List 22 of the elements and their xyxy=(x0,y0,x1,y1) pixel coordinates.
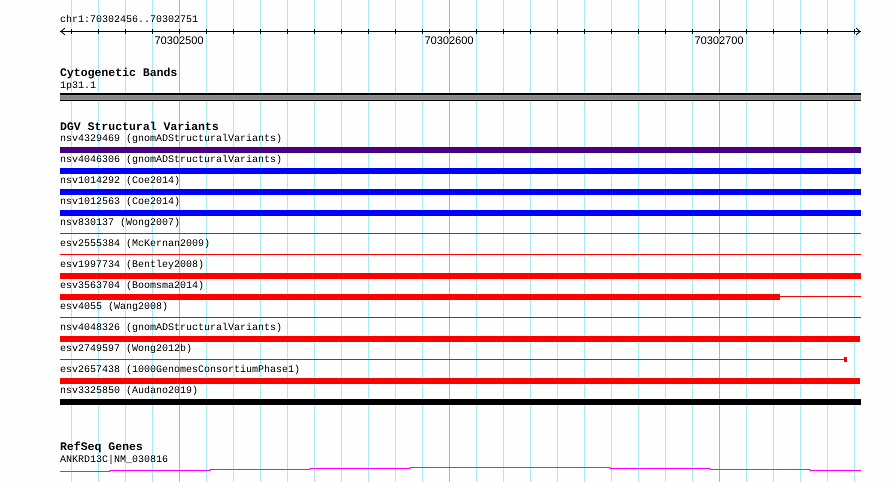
variant-label: nsv3325850 (Audano2019) xyxy=(60,386,198,398)
gene-label: ANKRD13C|NM_030816 xyxy=(60,455,168,467)
variant-label: esv1997734 (Bentley2008) xyxy=(60,260,204,272)
variant-label: esv2555384 (McKernan2009) xyxy=(60,239,210,251)
track-title: Cytogenetic Bands xyxy=(60,68,178,80)
variant-label: nsv1014292 (Coe2014) xyxy=(60,176,180,188)
coordinate-range: chr1:70302456..70302751 xyxy=(60,15,198,27)
variant-label: nsv830137 (Wong2007) xyxy=(60,218,180,230)
tick-label: 70302600 xyxy=(424,35,474,47)
variant-label: nsv4329469 (gnomADStructuralVariants) xyxy=(60,134,282,146)
variant-label: nsv1012563 (Coe2014) xyxy=(60,197,180,209)
variant-label: nsv4048326 (gnomADStructuralVariants) xyxy=(60,323,282,335)
track-title: DGV Structural Variants xyxy=(60,122,219,134)
tick-label: 70302700 xyxy=(694,35,744,47)
variant-label: nsv4046306 (gnomADStructuralVariants) xyxy=(60,155,282,167)
variant-label: esv2657438 (1000GenomesConsortiumPhase1) xyxy=(60,365,300,377)
variant-label: esv2749597 (Wong2012b) xyxy=(60,344,192,356)
band-label: 1p31.1 xyxy=(60,81,96,93)
tick-label: 70302500 xyxy=(154,35,204,47)
track-title: RefSeq Genes xyxy=(60,442,143,454)
variant-label: esv3563704 (Boomsma2014) xyxy=(60,281,204,293)
variant-label: esv4055 (Wang2008) xyxy=(60,302,168,314)
